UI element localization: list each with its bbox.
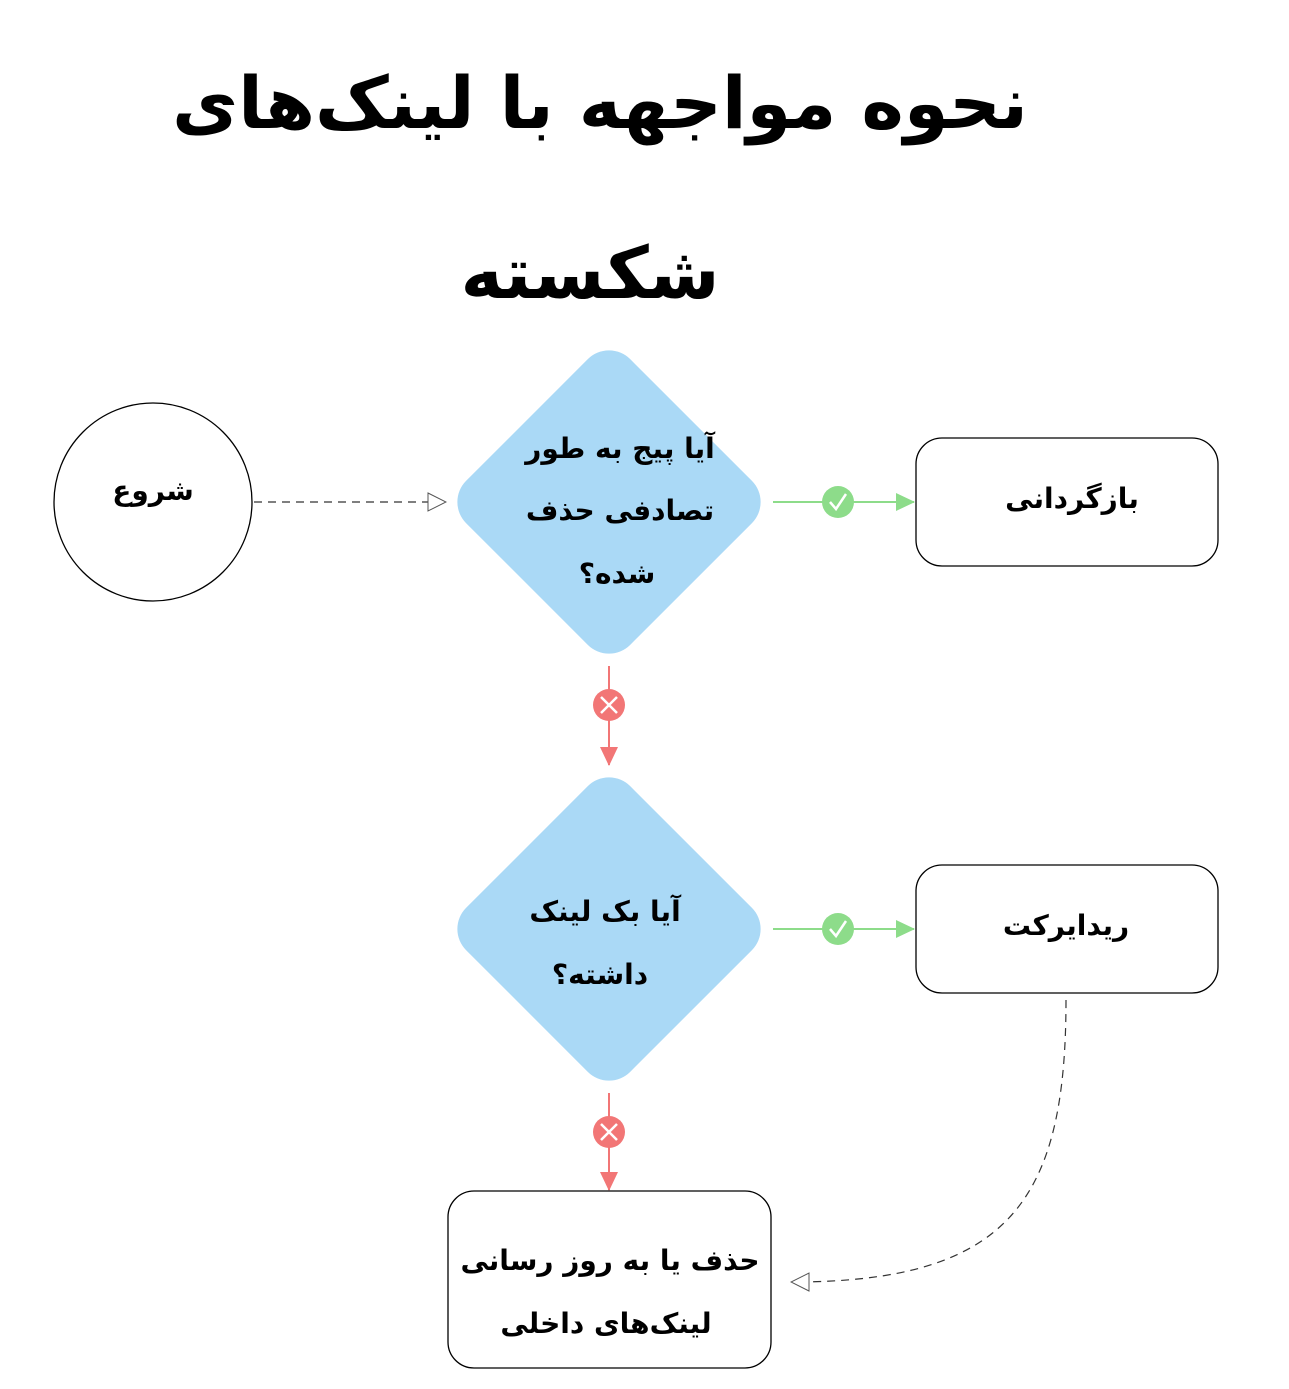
start-node[interactable]: شروع — [53, 402, 253, 602]
update-line1: حذف یا به روز رسانی — [460, 1244, 759, 1277]
title-line-1: نحوه مواجهه با لینک‌های — [172, 61, 1028, 146]
decision1-line2: تصادفی حذف — [526, 494, 714, 527]
decision1-line1: آیا پیج به طور — [523, 431, 716, 465]
title-line-2: شکسته — [461, 231, 720, 315]
redirect-node[interactable]: ریدایرکت — [915, 864, 1219, 994]
decision-node-1[interactable]: آیا پیج به طور تصادفی حذف شده؟ — [445, 338, 773, 666]
decision1-line3: شده؟ — [579, 557, 655, 590]
start-label: شروع — [112, 474, 193, 507]
check-icon — [822, 486, 854, 518]
decision-node-2[interactable]: آیا بک لینک داشته؟ — [445, 765, 773, 1093]
decision2-line2: داشته؟ — [552, 958, 648, 991]
decision2-line1: آیا بک لینک — [529, 894, 682, 928]
redirect-label: ریدایرکت — [1003, 909, 1129, 942]
update-line2: لینک‌های داخلی — [500, 1307, 711, 1340]
update-links-node[interactable]: حذف یا به روز رسانی لینک‌های داخلی — [447, 1190, 772, 1369]
edge-redirect-to-update — [792, 999, 1067, 1282]
restore-node[interactable]: بازگردانی — [915, 437, 1219, 567]
x-icon — [593, 1116, 625, 1148]
check-icon — [822, 913, 854, 945]
x-icon — [593, 689, 625, 721]
restore-label: بازگردانی — [1005, 482, 1139, 515]
